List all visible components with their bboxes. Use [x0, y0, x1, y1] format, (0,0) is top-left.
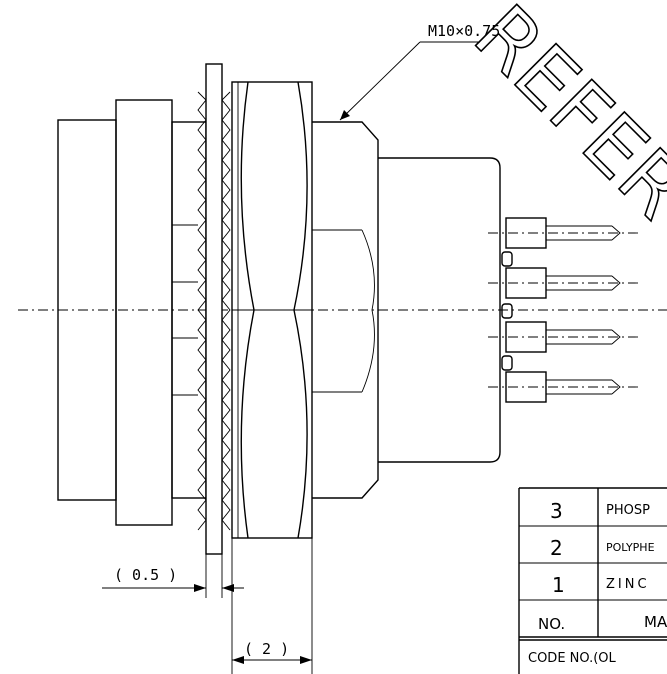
dim-nut-width: ( 2 ) — [244, 640, 289, 658]
table-code-label: CODE NO.(OL — [528, 651, 617, 666]
contact-pin — [488, 371, 640, 403]
contact-pin — [488, 217, 640, 249]
table-row-material: ZINC — [606, 577, 650, 592]
thread-leader — [339, 41, 421, 121]
lock-washer-teeth — [221, 91, 231, 531]
thread-callout: M10×0.75 — [428, 22, 500, 40]
table-header-material: MA — [644, 613, 667, 631]
plug-ring — [115, 99, 173, 526]
thread-curve — [361, 229, 375, 393]
contact-pin — [488, 321, 640, 353]
contact-pin — [488, 267, 640, 299]
table-header-no: NO. — [538, 615, 565, 633]
dim-arrow — [232, 656, 244, 664]
table-row-material: PHOSP — [606, 503, 650, 518]
table-row-material: POLYPHE — [606, 541, 655, 554]
thread-leader-arrow — [340, 110, 350, 120]
material-table: 3 PHOSP 2 POLYPHE 1 ZINC NO. MA CODE NO.… — [518, 487, 667, 674]
dim-arrow — [300, 656, 312, 664]
table-row-no: 2 — [550, 536, 563, 560]
threaded-body — [312, 121, 379, 499]
rear-housing — [378, 157, 501, 463]
dim-flange-thickness: ( 0.5 ) — [114, 566, 177, 584]
pin-spacer — [501, 355, 513, 371]
pin-spacer — [501, 303, 513, 319]
table-row-no: 3 — [550, 499, 563, 523]
dim-arrow — [194, 584, 206, 592]
panel-flange — [205, 63, 223, 555]
pin-spacer — [501, 251, 513, 267]
dim-arrow — [222, 584, 234, 592]
table-row-no: 1 — [552, 573, 565, 597]
lock-washer-teeth — [197, 91, 207, 531]
